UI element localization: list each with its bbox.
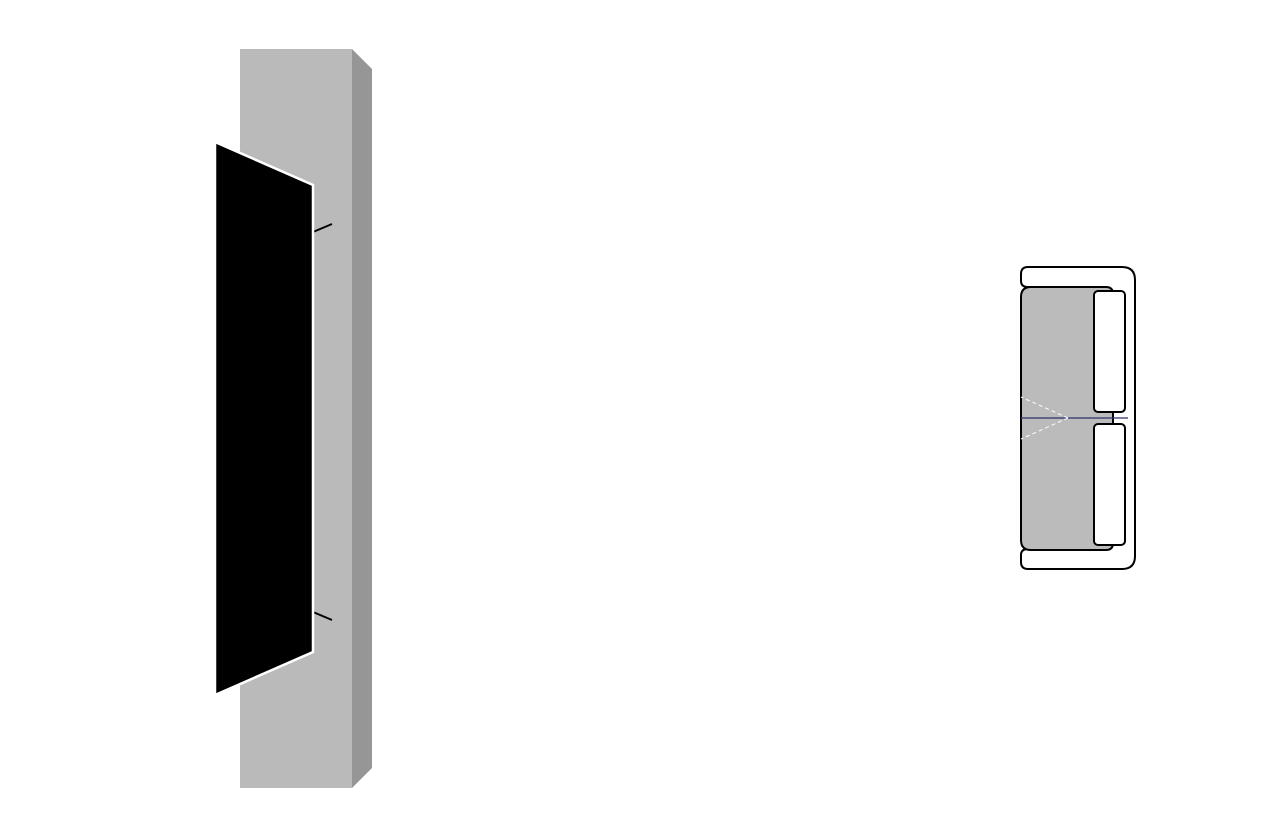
sofa xyxy=(1020,266,1136,570)
sofa-cushion-upper xyxy=(1093,290,1126,413)
view-cone-lower xyxy=(1020,417,1069,440)
tv-mount-bracket-bottom xyxy=(312,611,333,621)
tv-mount xyxy=(312,223,333,621)
wall-side xyxy=(352,49,372,788)
sofa-cushion-lower xyxy=(1093,423,1126,546)
tv-screen xyxy=(213,140,315,697)
view-cone-upper xyxy=(1020,396,1069,419)
tv-mount-bracket-top xyxy=(312,223,333,233)
